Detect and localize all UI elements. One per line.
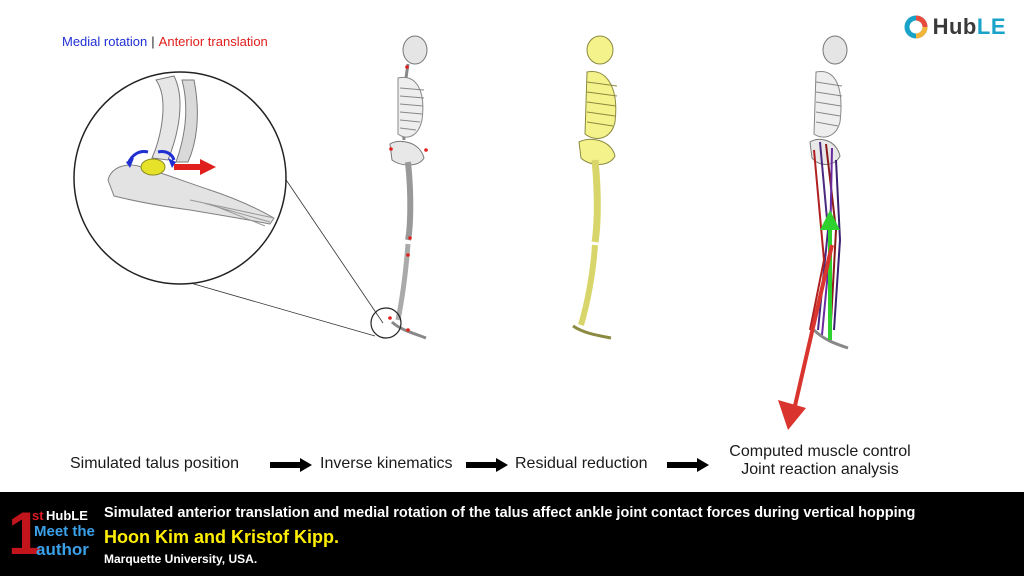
badge-number: 1 [8,500,42,567]
anterior-translation-arrow [174,159,216,175]
step-cmc-jra: Computed muscle control Joint reaction a… [716,443,924,479]
step-inverse-kinematics: Inverse kinematics [320,455,453,472]
legend-medial-rotation: Medial rotation [62,34,148,49]
logo-text-le: LE [976,14,1006,39]
magnified-foot-bones [107,75,275,227]
hub-le-logo: HubLE [903,14,1006,40]
meet-the-author-badge: 1 st HubLE Meet the author [8,500,100,572]
medial-rotation-arrow-right [157,150,176,161]
skeleton-inverse-kinematics [572,35,618,340]
paper-title: Simulated anterior translation and media… [104,505,916,521]
legend-anterior-translation: Anterior translation [158,34,268,49]
legend-separator: | [151,34,155,49]
green-force-vector [820,210,840,340]
right-arrow-icon [667,458,709,472]
hub-le-ring-icon [904,15,928,39]
muscle-paths [809,141,842,341]
logo-text: HubLE [933,14,1006,40]
author-banner [0,492,1024,576]
red-force-vector [778,244,834,430]
step-joint-reaction-analysis: Joint reaction analysis [741,461,899,478]
step-residual-reduction: Residual reduction [515,455,648,472]
badge-hub: HubLE [46,508,88,523]
zoom-line-bottom [179,279,376,337]
badge-author: author [36,540,89,559]
badge-st: st [32,508,44,523]
ankle-magnifier [73,71,384,337]
right-arrow-icon [466,458,508,472]
talus-highlight [140,158,166,176]
magnifier-circle [73,71,287,285]
step-computed-muscle-control: Computed muscle control [729,443,911,460]
legend: Medial rotation|Anterior translation [62,34,268,49]
right-arrow-icon [270,458,312,472]
paper-authors: Hoon Kim and Kristof Kipp. [104,527,339,547]
paper-affiliation: Marquette University, USA. [104,552,258,566]
badge-meet-the: Meet the [34,523,95,540]
ankle-zoom-indicator [370,307,402,339]
logo-text-hub: Hub [932,14,977,39]
skeleton-talus-model [370,35,428,340]
skeleton-muscle-model [778,35,849,430]
step-simulated-talus-position: Simulated talus position [70,455,239,472]
